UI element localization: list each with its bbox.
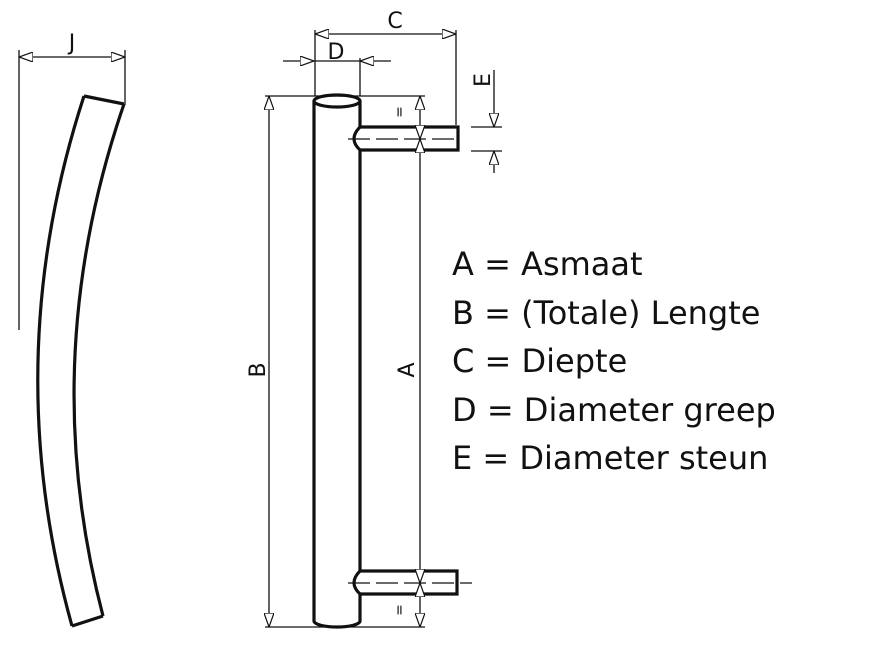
- handle-front-view: [312, 93, 472, 629]
- label-e: E: [471, 73, 496, 87]
- label-c: C: [387, 9, 402, 34]
- legend-item-e: E = Diameter steun: [452, 439, 769, 477]
- dimension-j: J: [18, 31, 126, 330]
- legend-item-b: B = (Totale) Lengte: [452, 293, 761, 332]
- dimension-c: C: [314, 9, 457, 125]
- legend-item-a: A = Asmaat: [452, 245, 643, 283]
- label-a: A: [395, 362, 420, 377]
- equal-mark-top: =: [392, 106, 408, 118]
- label-b: B: [246, 362, 271, 377]
- equal-mark-bottom: =: [392, 604, 408, 616]
- legend-item-d: D = Diameter greep: [452, 390, 776, 429]
- dimension-legend: A = Asmaat B = (Totale) Lengte C = Diept…: [452, 240, 776, 483]
- dimension-d: D: [283, 40, 391, 96]
- curved-handle-side-view: [36, 94, 126, 628]
- dimension-a: A = =: [392, 96, 420, 627]
- legend-item-c: C = Diepte: [452, 342, 628, 380]
- label-j: J: [67, 31, 76, 56]
- dimension-b: B: [246, 96, 271, 627]
- dimension-e: E: [471, 70, 502, 173]
- label-d: D: [328, 40, 345, 65]
